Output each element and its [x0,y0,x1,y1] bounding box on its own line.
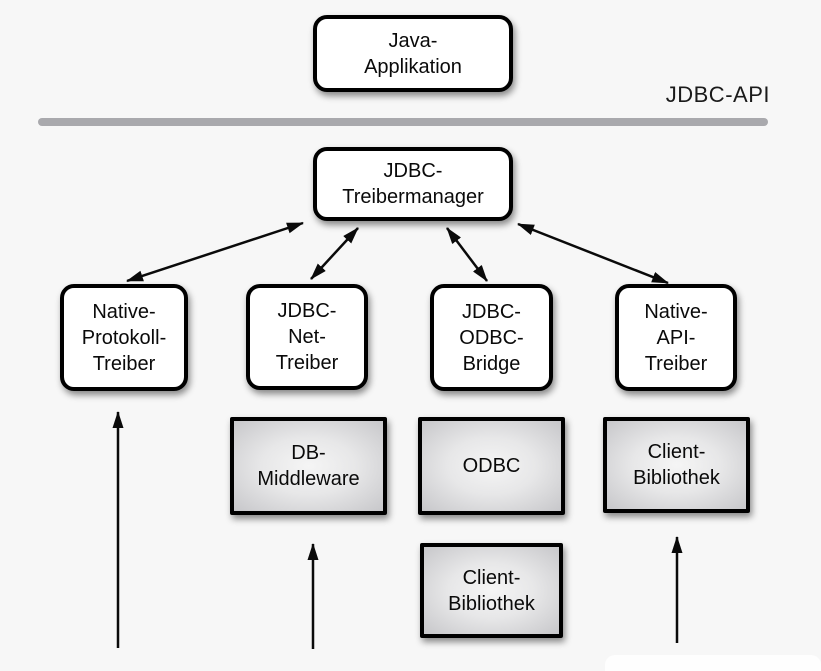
node-java-applikation: Java- Applikation [313,15,513,92]
node-jdbc-treibermanager-label: JDBC- Treibermanager [342,160,484,208]
arrow-treibermanager-to-jdbc-net [310,227,359,280]
node-db-middleware: DB- Middleware [230,417,387,515]
node-java-applikation-label: Java- Applikation [364,29,462,78]
node-client-bibliothek-bottom: Client- Bibliothek [420,543,563,638]
node-jdbc-net-treiber-label: JDBC- Net- Treiber [275,300,339,374]
node-native-api-treiber-label: Native- API- Treiber [644,300,708,375]
node-jdbc-odbc-bridge-label: JDBC- ODBC- Bridge [459,300,524,375]
partial-box-bottom-right [605,655,821,671]
jdbc-api-divider-line [38,118,768,126]
jdbc-api-label: JDBC-API [665,82,770,107]
node-native-api-treiber: Native- API- Treiber [615,284,737,391]
node-jdbc-net-treiber: JDBC- Net- Treiber [246,284,368,390]
node-native-protokoll-treiber-label: Native- Protokoll- Treiber [81,300,167,375]
arrow-treibermanager-to-jdbc-odbc [446,227,488,282]
node-odbc: ODBC [418,417,565,515]
node-client-bibliothek-right-label: Client- Bibliothek [633,441,720,489]
node-jdbc-odbc-bridge: JDBC- ODBC- Bridge [430,284,553,391]
node-native-protokoll-treiber: Native- Protokoll- Treiber [60,284,188,391]
node-client-bibliothek-bottom-label: Client- Bibliothek [448,566,535,615]
node-client-bibliothek-right: Client- Bibliothek [603,417,750,513]
arrow-treibermanager-to-native-api [517,222,669,285]
arrow-treibermanager-to-native-protokoll [126,221,304,283]
node-odbc-label: ODBC [462,455,521,477]
node-db-middleware-label: DB- Middleware [257,442,360,490]
node-jdbc-treibermanager: JDBC- Treibermanager [313,147,513,221]
